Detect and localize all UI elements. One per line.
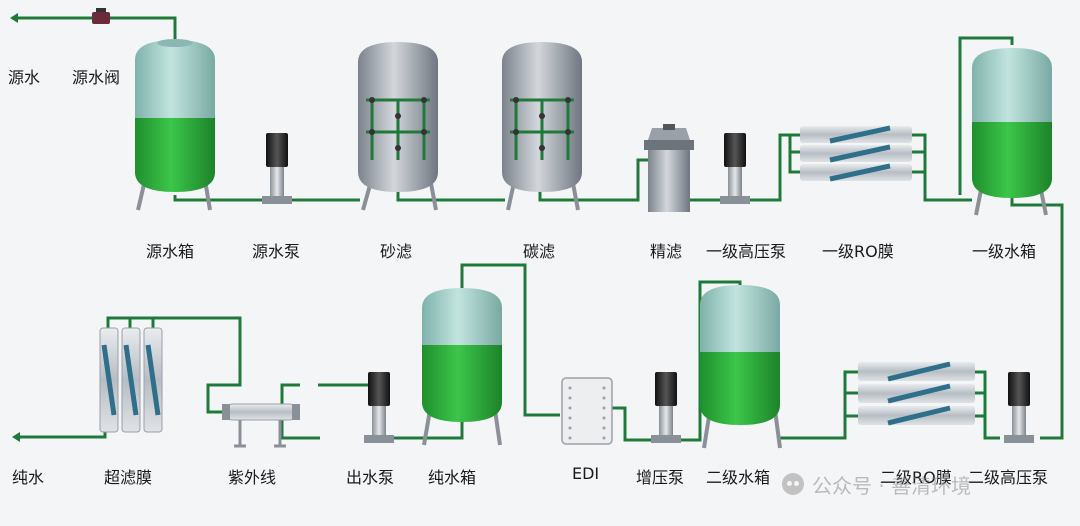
primary-water-tank [972, 48, 1052, 198]
uv-sterilizer [222, 403, 300, 448]
fine-filter-housing [644, 124, 694, 212]
edi-module [561, 377, 613, 445]
pure-water-outlet-arrow [12, 432, 20, 442]
primary-high-pressure-pump [720, 133, 750, 204]
watermark-text: 公众号 · 善清环境 [812, 473, 972, 498]
watermark: 公众号 · 善清环境 [782, 466, 971, 502]
label-edi: EDI [572, 464, 600, 483]
carbon-filter-tank [502, 42, 582, 192]
label-primary-ro: 一级RO膜 [822, 242, 894, 261]
label-outlet-pump: 出水泵 [346, 468, 395, 487]
secondary-high-pressure-pump [1004, 372, 1034, 443]
label-secondary-tank: 二级水箱 [706, 468, 771, 487]
secondary-water-tank [700, 285, 780, 425]
ultrafiltration-membranes [99, 327, 163, 433]
label-booster-pump: 增压泵 [636, 468, 685, 487]
label-secondary-ro: 二级RO膜 [880, 468, 952, 487]
pure-water-tank [422, 288, 502, 422]
label-raw-water-pump: 源水泵 [252, 242, 301, 261]
inlet-arrow [10, 13, 18, 23]
label-raw-water: 源水 [8, 68, 41, 87]
label-uv: 紫外线 [228, 468, 277, 487]
label-uf-membrane: 超滤膜 [104, 468, 153, 487]
booster-pump [651, 372, 681, 443]
label-fine-filter: 精滤 [650, 242, 683, 261]
outlet-pump [364, 372, 394, 443]
raw-water-tank [135, 39, 215, 192]
label-primary-hp-pump: 一级高压泵 [706, 242, 787, 261]
label-raw-water-valve: 源水阀 [72, 68, 121, 87]
label-sand-filter: 砂滤 [380, 242, 413, 261]
label-pure-water: 纯水 [12, 468, 45, 487]
label-primary-tank: 一级水箱 [972, 242, 1037, 261]
label-pure-tank: 纯水箱 [428, 468, 477, 487]
label-raw-water-tank: 源水箱 [146, 242, 195, 261]
secondary-ro-membranes [858, 361, 975, 426]
sand-filter-tank [358, 42, 438, 192]
label-secondary-hp-pump: 二级高压泵 [968, 468, 1049, 487]
raw-water-valve[interactable] [92, 8, 110, 24]
primary-ro-membranes [800, 125, 912, 182]
raw-water-pump [262, 133, 292, 204]
pipe-network [14, 16, 1064, 442]
label-carbon-filter: 碳滤 [523, 242, 556, 261]
wechat-icon [782, 473, 804, 495]
